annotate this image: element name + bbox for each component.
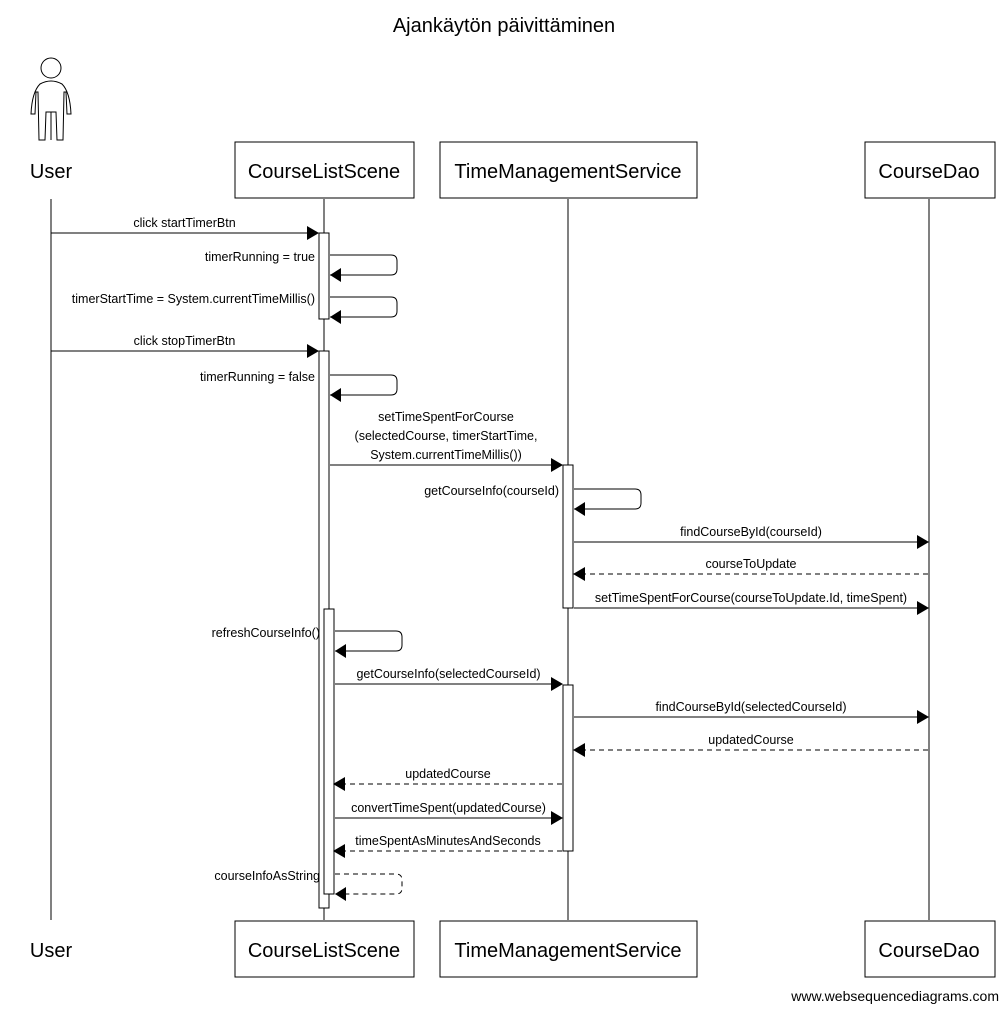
message: timerRunning = true xyxy=(205,250,398,282)
participant-label-scene-bottom: CourseListScene xyxy=(248,940,400,962)
message: findCourseById(selectedCourseId) xyxy=(574,700,929,724)
message-label: setTimeSpentForCourse(courseToUpdate.Id,… xyxy=(595,591,907,605)
self-message-arrow xyxy=(330,374,398,396)
self-message-arrow xyxy=(335,630,403,652)
self-message-arrow xyxy=(330,296,398,318)
message-label: getCourseInfo(selectedCourseId) xyxy=(356,667,540,681)
message: refreshCourseInfo() xyxy=(212,626,403,658)
arrowhead xyxy=(335,644,346,658)
message: click startTimerBtn xyxy=(51,216,319,240)
message-label: refreshCourseInfo() xyxy=(212,626,320,640)
self-message-arrow xyxy=(330,254,398,276)
participant-box-service-top xyxy=(439,141,698,199)
participant-box-scene-bottom xyxy=(234,920,415,978)
message: getCourseInfo(courseId) xyxy=(424,484,642,516)
message: click stopTimerBtn xyxy=(51,334,319,358)
actor-icon xyxy=(30,57,72,141)
diagram-title: Ajankäytön päivittäminen xyxy=(393,15,615,37)
message-label: courseInfoAsString xyxy=(214,869,320,883)
message-label: updatedCourse xyxy=(405,767,491,781)
arrowhead xyxy=(330,388,341,402)
message-label: click startTimerBtn xyxy=(133,216,235,230)
message: findCourseById(courseId) xyxy=(574,525,929,549)
activation-bar xyxy=(318,232,330,320)
participant-label-scene-top: CourseListScene xyxy=(248,161,400,183)
arrowhead xyxy=(330,268,341,282)
participant-label-dao-top: CourseDao xyxy=(878,161,979,183)
message-label: courseToUpdate xyxy=(705,557,796,571)
message-label: findCourseById(courseId) xyxy=(680,525,822,539)
message-label: getCourseInfo(courseId) xyxy=(424,484,559,498)
message: getCourseInfo(selectedCourseId) xyxy=(335,667,563,691)
participant-box-service-bottom xyxy=(439,920,698,978)
message-label: timerRunning = true xyxy=(205,250,315,264)
message: setTimeSpentForCourse(courseToUpdate.Id,… xyxy=(574,591,929,615)
participant-label-service-top: TimeManagementService xyxy=(454,161,681,183)
activation-bar xyxy=(562,464,574,609)
message-label: setTimeSpentForCourse xyxy=(378,410,514,424)
message-label: click stopTimerBtn xyxy=(134,334,236,348)
activation-bars xyxy=(318,232,574,909)
message-label: timerStartTime = System.currentTimeMilli… xyxy=(72,292,315,306)
message-label: System.currentTimeMillis()) xyxy=(370,448,522,462)
self-message-arrow xyxy=(574,488,642,510)
message: convertTimeSpent(updatedCourse) xyxy=(335,801,563,825)
arrowhead xyxy=(335,887,346,901)
arrowhead xyxy=(574,502,585,516)
message-label: (selectedCourse, timerStartTime, xyxy=(355,429,538,443)
message-label: timeSpentAsMinutesAndSeconds xyxy=(355,834,541,848)
participant-label-service-bottom: TimeManagementService xyxy=(454,940,681,962)
message-label: updatedCourse xyxy=(708,733,794,747)
message: courseInfoAsString xyxy=(214,869,403,901)
activation-bar xyxy=(562,684,574,852)
participant-box-dao-bottom xyxy=(864,920,996,978)
self-message-arrow xyxy=(335,873,403,895)
message-label: timerRunning = false xyxy=(200,370,315,384)
participant-heads: UserUserCourseListSceneCourseListSceneTi… xyxy=(30,57,996,978)
message: setTimeSpentForCourse (selectedCourse, ti… xyxy=(330,410,563,472)
message: timeSpentAsMinutesAndSeconds xyxy=(333,834,562,858)
message-label: findCourseById(selectedCourseId) xyxy=(655,700,846,714)
message: timerStartTime = System.currentTimeMilli… xyxy=(72,292,398,324)
message: updatedCourse xyxy=(333,767,562,791)
messages: click startTimerBtn timerRunning = true ti… xyxy=(51,216,929,901)
message: updatedCourse xyxy=(573,733,928,757)
message: courseToUpdate xyxy=(573,557,928,581)
participant-label-dao-bottom: CourseDao xyxy=(878,940,979,962)
participant-box-scene-top xyxy=(234,141,415,199)
participant-label-user-top: User xyxy=(30,161,73,183)
activation-bar xyxy=(323,608,335,895)
arrowhead xyxy=(330,310,341,324)
message-label: convertTimeSpent(updatedCourse) xyxy=(351,801,546,815)
message: timerRunning = false xyxy=(200,370,398,402)
footer-credit: www.websequencediagrams.com xyxy=(790,988,999,1004)
participant-box-dao-top xyxy=(864,141,996,199)
participant-label-user-bottom: User xyxy=(30,940,73,962)
